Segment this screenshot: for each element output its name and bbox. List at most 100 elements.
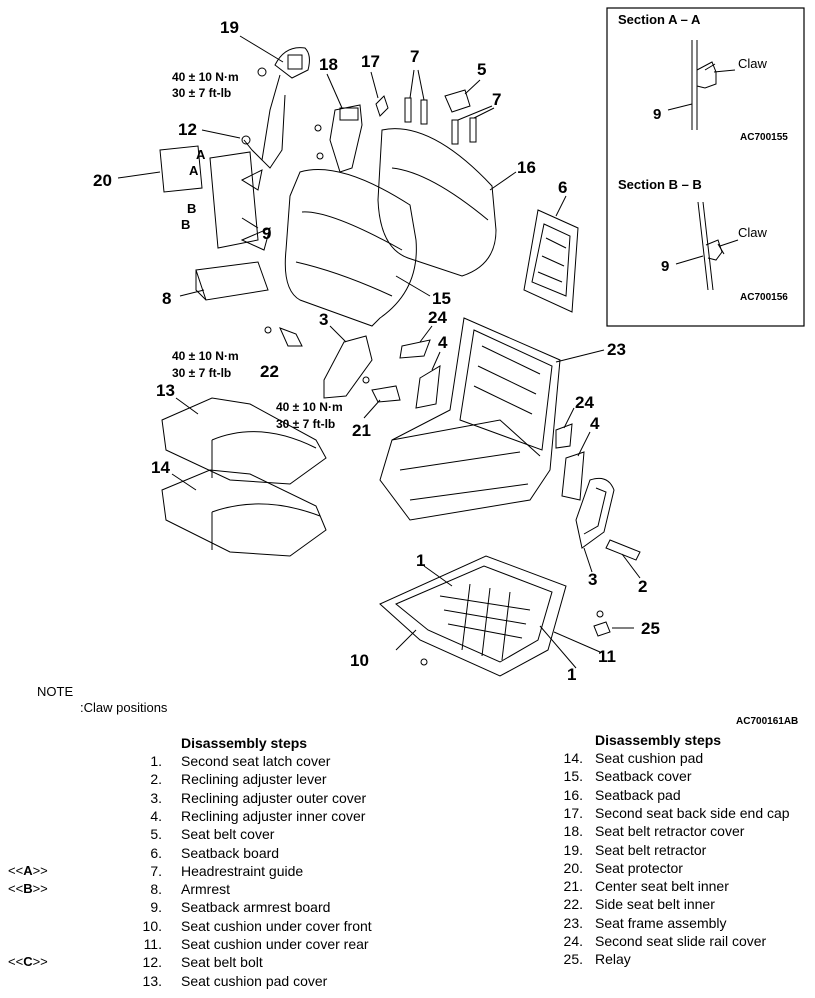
step-label: Reclining adjuster lever	[181, 771, 327, 788]
seat-belt-bolt-drawing	[201, 129, 251, 145]
seat-frame-drawing	[379, 317, 605, 521]
step-label: Seat protector	[595, 859, 683, 876]
callout-7-top: 7	[410, 47, 420, 66]
step-number: 9.	[150, 899, 162, 916]
section-b-sketch	[675, 201, 739, 291]
callout-17: 17	[361, 52, 380, 71]
callout-4-left: 4	[438, 333, 448, 352]
callout-24-left: 24	[428, 308, 447, 327]
note-title: NOTE	[37, 684, 74, 699]
step-label: Seat belt bolt	[181, 954, 263, 971]
callout-20: 20	[93, 171, 112, 190]
callout-21: 21	[352, 421, 371, 440]
step-number: 17.	[563, 804, 583, 821]
step-label: Seat frame assembly	[595, 914, 727, 931]
step-number: 24.	[563, 933, 583, 949]
step-number: 12.	[142, 954, 162, 971]
callout-23: 23	[607, 340, 626, 359]
section-marker-a1: A	[196, 147, 206, 162]
section-inset-box	[606, 7, 805, 327]
callout-3-right: 3	[588, 570, 598, 589]
figure-code: AC700161AB	[736, 716, 799, 727]
callout-14: 14	[151, 458, 170, 477]
section-a-claw-label: Claw	[738, 56, 767, 71]
callout-5: 5	[477, 60, 487, 79]
step-label: Seat cushion pad	[595, 750, 704, 766]
step-number: 16.	[563, 786, 583, 803]
callout-4-right: 4	[590, 414, 600, 433]
step-number: 22.	[563, 896, 583, 913]
seatback-cover-drawing	[284, 169, 431, 327]
center-belt-inner-drawing	[362, 376, 401, 419]
callout-24-right: 24	[575, 393, 594, 412]
steps-heading-left: Disassembly steps	[181, 735, 308, 751]
torque-imperial-1: 30 ± 7 ft-lb	[172, 86, 232, 100]
seat-belt-cover-drawing	[444, 79, 481, 113]
cushion-pad-cover-drawing	[161, 397, 327, 485]
step-label: Seatback cover	[595, 768, 692, 785]
callout-18: 18	[319, 55, 338, 74]
side-belt-inner-drawing	[264, 326, 303, 347]
outer-cover-drawing-left	[323, 325, 373, 399]
callout-2: 2	[638, 577, 648, 596]
cushion-pad-drawing	[161, 469, 327, 557]
torque-imperial-3: 30 ± 7 ft-lb	[276, 417, 336, 431]
step-number: 3.	[150, 789, 162, 806]
step-label: Seatback pad	[595, 786, 681, 803]
section-b-part-number: 9	[661, 258, 670, 275]
armrest-board-drawing	[209, 151, 271, 251]
step-number: 10.	[142, 917, 162, 934]
callout-7-right: 7	[492, 90, 502, 109]
section-a-sketch	[667, 40, 736, 130]
retractor-cover-drawing	[314, 73, 363, 173]
callout-9: 9	[262, 224, 272, 243]
callout-8: 8	[162, 289, 172, 308]
step-label: Armrest	[181, 881, 230, 898]
step-label: Reclining adjuster outer cover	[181, 789, 367, 806]
step-label: Side seat belt inner	[595, 896, 715, 913]
step-note-marker: <<C>>	[8, 954, 48, 970]
seat-belt-retractor-drawing	[239, 35, 310, 169]
callout-22: 22	[260, 362, 279, 381]
torque-metric-2: 40 ± 10 N·m	[172, 349, 239, 363]
section-marker-a2: A	[189, 163, 199, 178]
step-label: Headrestraint guide	[181, 862, 304, 879]
torque-metric-1: 40 ± 10 N·m	[172, 70, 239, 84]
step-number: 25.	[563, 951, 583, 968]
callout-16: 16	[517, 158, 536, 177]
headrest-guides-drawing	[404, 69, 495, 145]
end-cap-drawing	[370, 71, 389, 117]
step-number: 8.	[150, 881, 162, 898]
armrest-drawing	[179, 261, 269, 301]
callout-11: 11	[598, 647, 616, 666]
step-label: Relay	[595, 951, 631, 968]
section-a-part-number: 9	[653, 106, 662, 123]
callout-12: 12	[178, 120, 197, 139]
callout-25: 25	[641, 619, 660, 638]
step-number: 6.	[150, 844, 162, 861]
step-number: 13.	[142, 972, 162, 989]
outer-cover-drawing-right	[575, 477, 641, 579]
under-cover-tray-drawing	[379, 555, 634, 677]
step-label: Seat belt retractor	[595, 841, 707, 858]
section-b-title: Section B – B	[618, 177, 702, 192]
seatback-pad-drawing	[377, 128, 517, 277]
step-number: 23.	[563, 914, 583, 931]
step-number: 18.	[563, 823, 583, 840]
step-label: Seat cushion pad cover	[181, 972, 328, 989]
step-number: 2.	[150, 771, 162, 788]
step-label: Second seat latch cover	[181, 753, 331, 769]
callout-3-left: 3	[319, 310, 329, 329]
step-label: Second seat slide rail cover	[595, 933, 767, 949]
note-legend: :Claw positions	[80, 700, 168, 715]
callout-15: 15	[432, 289, 451, 308]
callout-6: 6	[558, 178, 568, 197]
step-label: Seat cushion under cover front	[181, 917, 372, 934]
step-note-marker: <<A>>	[8, 862, 48, 878]
torque-metric-3: 40 ± 10 N·m	[276, 400, 343, 414]
torque-imperial-2: 30 ± 7 ft-lb	[172, 366, 232, 380]
callout-13: 13	[156, 381, 175, 400]
section-a-code: AC700155	[740, 132, 788, 143]
step-number: 15.	[563, 768, 583, 785]
step-number: 21.	[563, 878, 583, 895]
